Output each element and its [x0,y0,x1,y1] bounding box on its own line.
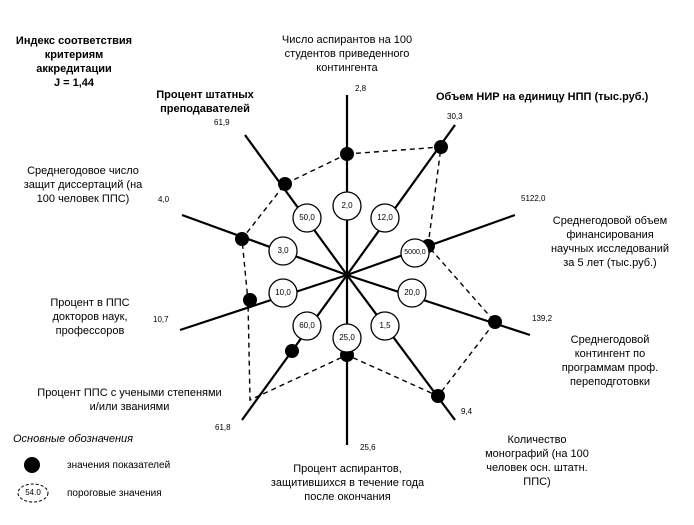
index-line: Индекс соответствия [15,35,133,47]
axis-label-line: переподготовки [569,376,651,388]
value-dot [340,147,354,161]
threshold-circle [400,238,430,268]
index-block: Индекс соответствия критериям аккредитац… [0,34,148,90]
axis-label: Среднегодовой контингент по программам п… [540,333,680,389]
axis-label-line: Процент штатных [156,89,254,101]
threshold-circle [292,203,322,233]
axis-label-line: Среднегодовой [570,334,650,346]
axis-label-line: студентов приведенного [284,48,410,60]
axis-label: Процент штатных преподавателей [145,88,265,116]
axis-label-line: человек осн. штатн. [486,462,588,474]
legend-circle-sample: 54.0 [25,488,41,497]
value-dot [235,232,249,246]
axis-label-line: защитившихся в течение года [270,477,425,489]
threshold-circle [332,191,362,221]
axis-label-line: научных исследований [550,243,669,255]
axis-label-line: защит диссертаций (на [23,179,143,191]
axis-label-line: финансирования [566,229,654,241]
threshold-circle [370,311,400,341]
threshold-value: 5000,0 [404,249,426,256]
threshold-value: 12,0 [377,213,393,222]
axis-label: Процент аспирантов, защитившихся в течен… [250,462,445,504]
axis-label: Среднегодовое число защит диссертаций (н… [8,164,158,206]
axis-label-line: и/или званиями [89,401,170,413]
value-dot [431,389,445,403]
axis-label-line: докторов наук, [52,311,128,323]
axis-label-line: ППС) [523,476,551,488]
value-dot [285,344,299,358]
axis-label-line: после окончания [304,491,391,503]
index-value: J = 1,44 [53,77,95,89]
axis-label-line: монографий (на 100 [485,448,589,460]
axis-label-line: профессоров [55,325,125,337]
threshold-circle [292,311,322,341]
axis-value: 61,8 [215,423,231,432]
axis-label-line: Среднегодовое число [27,165,139,177]
threshold-value: 1,5 [379,321,391,330]
axis-value: 25,6 [360,443,376,452]
axis-label-line: Процент в ППС [50,297,130,309]
axis-value: 10,7 [153,315,169,324]
value-dot [243,293,257,307]
axis-spoke [179,273,348,332]
index-line: критериям [44,49,104,61]
legend-title: Основные обозначения [13,433,133,445]
axis-label-line: Объем НИР на единицу НПП (тыс.руб.) [436,91,649,103]
axis-label-line: Процент аспирантов, [293,463,402,475]
axis-value: 5122,0 [521,194,546,203]
axis-value: 9,4 [461,407,473,416]
axis-label-line: Процент ППС с учеными степенями [37,387,222,399]
threshold-value: 2,0 [341,201,353,210]
axis-label: Среднегодовой объем финансирования научн… [530,214,690,270]
threshold-circles [268,191,430,353]
axis-value: 2,8 [355,84,367,93]
threshold-value: 50,0 [299,213,315,222]
axis-value: 30,3 [447,112,463,121]
axis-label-line: за 5 лет (тыс.руб.) [563,257,657,269]
legend-circle-label: пороговые значения [67,488,162,499]
legend-dot-icon [24,457,40,473]
legend-dot-label: значения показателей [67,460,171,471]
axis-label: Число аспирантов на 100 студентов привед… [262,33,432,75]
value-dot [488,315,502,329]
axis-label: Количество монографий (на 100 человек ос… [462,433,612,489]
axis-label: Объем НИР на единицу НПП (тыс.руб.) [436,90,686,104]
axis-value: 4,0 [158,195,170,204]
axis-value: 61,9 [214,118,230,127]
index-line: аккредитации [36,63,112,75]
axis-spoke [244,134,348,276]
axis-label-line: Среднегодовой объем [552,215,668,227]
value-dot [434,140,448,154]
threshold-circle [268,236,298,266]
axis-label-line: Количество [507,434,567,446]
axis-label: Процент в ППС докторов наук, профессоров [30,296,150,338]
threshold-value: 10,0 [275,288,291,297]
axis-value: 139,2 [532,314,553,323]
axis-label-line: контингент по [574,348,646,360]
axis-label: Процент ППС с учеными степенями и/или зв… [22,386,237,414]
value-dot [278,177,292,191]
axis-label-line: преподавателей [160,103,250,115]
axis-label-line: контингента [316,62,378,74]
axis-spoke [181,213,348,277]
axis-label-line: 100 человек ППС) [36,193,130,205]
threshold-circle [370,203,400,233]
threshold-circle [268,278,298,308]
axis-label-line: Число аспирантов на 100 [281,34,413,46]
axis-label-line: программам проф. [561,362,659,374]
legend-circle-icon [17,483,49,503]
threshold-value: 20,0 [404,288,420,297]
threshold-value: 25,0 [339,333,355,342]
threshold-value: 3,0 [277,246,289,255]
value-dots [235,140,502,403]
threshold-circle [332,323,362,353]
threshold-circle [397,278,427,308]
threshold-value: 60,0 [299,321,315,330]
